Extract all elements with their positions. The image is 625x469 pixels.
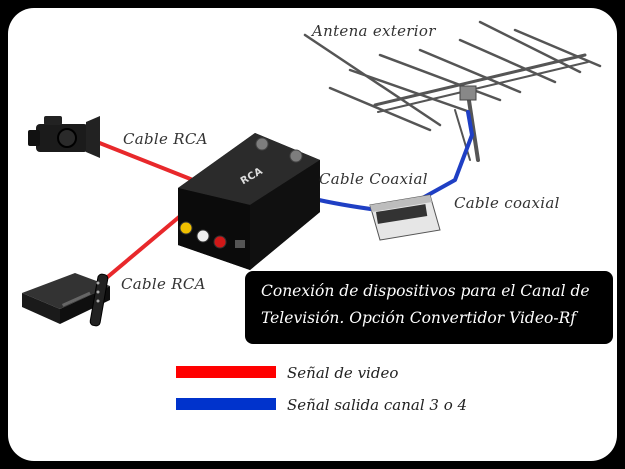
caption-line-2: Televisión. Opción Convertidor Video-Rf [261,309,576,327]
legend-channel-label: Señal salida canal 3 o 4 [287,396,468,414]
splitter-box-icon [369,194,441,241]
legend-channel-swatch [176,398,276,410]
legend-video-swatch [176,366,276,378]
antenna-icon [303,20,602,162]
rca-converter-icon [178,133,320,270]
cable-rca-bottom-label: Cable RCA [121,275,206,293]
legend-video-label: Señal de video [287,364,399,382]
coax-cable [308,110,474,212]
antenna-label: Antena exterior [312,22,436,40]
cable-rca-top-label: Cable RCA [123,130,208,148]
camcorder-icon [28,116,100,158]
caption-box: Conexión de dispositivos para el Canal d… [245,271,613,344]
rca-cable [90,138,200,287]
diagram-drawing [22,20,602,327]
cable-coaxial-secondary-label: Cable coaxial [454,194,560,212]
diagram-canvas: RCA Antena exterior Cable RCA Cable RCA … [8,8,617,461]
dvd-player-icon [22,273,110,327]
cable-coaxial-label: Cable Coaxial [319,170,428,188]
caption-line-1: Conexión de dispositivos para el Canal d… [261,282,590,300]
